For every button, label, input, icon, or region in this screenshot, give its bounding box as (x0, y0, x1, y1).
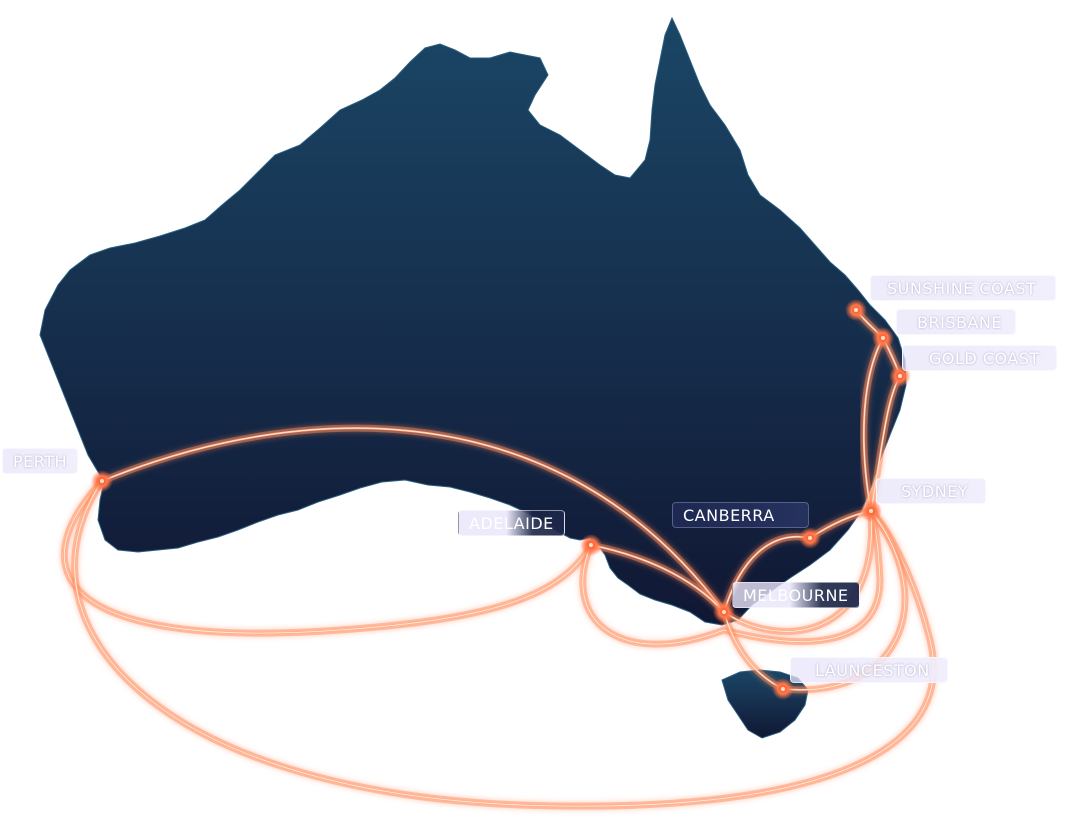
route-perth-sydney (71, 479, 938, 810)
nodes-layer (91, 299, 911, 700)
city-node-perth[interactable] (91, 470, 113, 492)
city-label-brisbane[interactable]: BRISBANE (896, 309, 1016, 335)
mainland-landmass (39, 16, 907, 626)
route-melbourne-canberra (720, 533, 811, 614)
city-node-sydney[interactable] (860, 500, 882, 522)
city-label-canberra[interactable]: CANBERRA (672, 502, 809, 528)
route-sydney-brisbane (860, 336, 887, 512)
city-node-brisbane[interactable] (872, 327, 894, 349)
city-label-gold-coast[interactable]: GOLD COAST (902, 345, 1057, 371)
city-node-canberra[interactable] (799, 527, 821, 549)
route-perth-melbourne (100, 424, 727, 615)
city-node-adelaide[interactable] (580, 534, 602, 556)
route-sydney-launceston (782, 508, 909, 694)
city-label-sunshine-coast[interactable]: SUNSHINE COAST (870, 275, 1056, 301)
routes-layer (60, 307, 938, 810)
city-label-launceston[interactable]: LAUNCESTON (790, 657, 948, 683)
city-label-sydney[interactable]: SYDNEY (876, 478, 986, 504)
city-label-melbourne[interactable]: MELBOURNE (732, 582, 860, 608)
city-node-sunshine-coast[interactable] (845, 299, 867, 321)
city-node-melbourne[interactable] (713, 601, 735, 623)
route-perth-adelaide (60, 478, 595, 637)
city-node-launceston[interactable] (772, 678, 794, 700)
city-label-perth[interactable]: PERTH (2, 448, 79, 474)
route-adelaide-sydney (579, 510, 884, 648)
city-label-adelaide[interactable]: ADELAIDE (458, 510, 565, 536)
route-adelaide-melbourne (590, 541, 727, 615)
route-melbourne-sydney (722, 510, 876, 635)
